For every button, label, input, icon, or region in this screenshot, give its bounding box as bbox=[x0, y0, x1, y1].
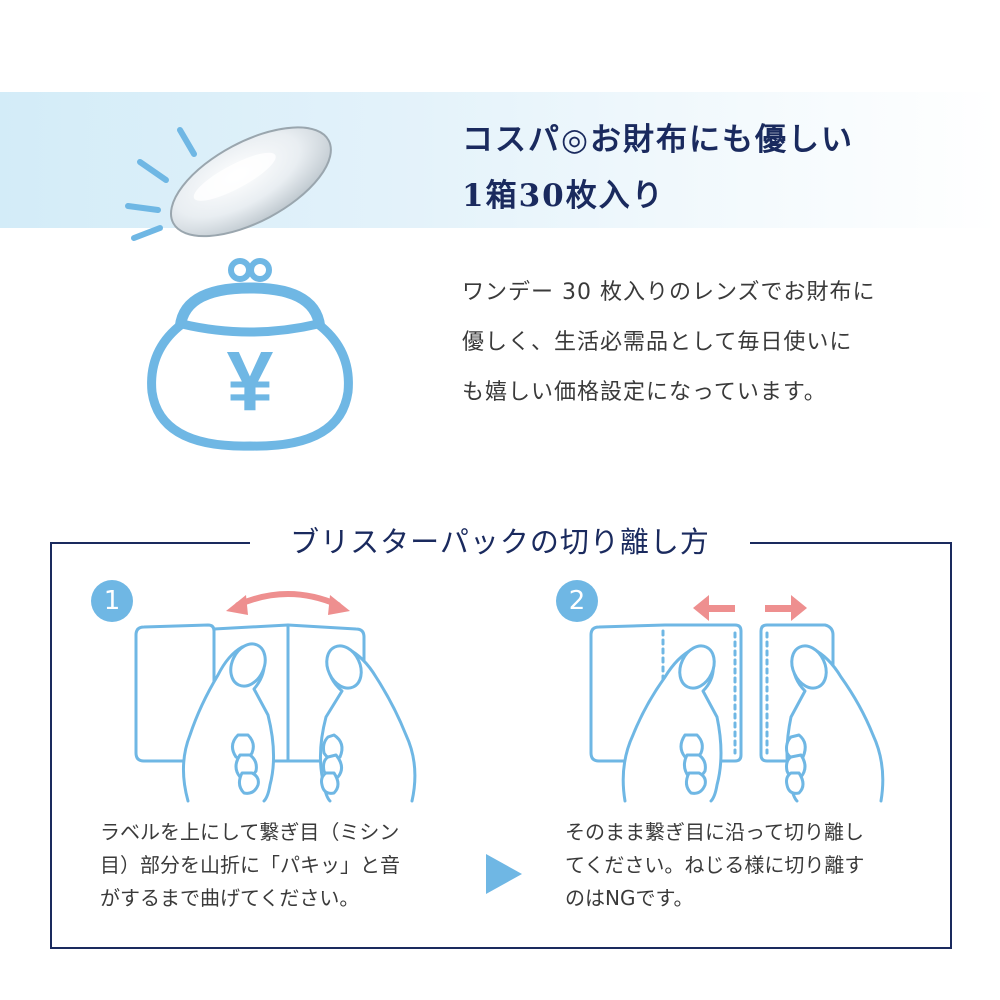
pull-apart-arrows-icon bbox=[693, 595, 807, 621]
description-line-2: 優しく、生活必需品として毎日使いに bbox=[462, 330, 853, 355]
howto-title: ブリスターパックの切り離し方 bbox=[250, 520, 750, 564]
heading-line-2: 1箱30枚入り bbox=[462, 178, 665, 214]
step-2-illustration bbox=[589, 595, 885, 803]
hand-icon bbox=[318, 644, 417, 803]
next-arrow-icon bbox=[486, 854, 522, 894]
step-1-caption-line-2: 目）部分を山折に「パキッ」と音 bbox=[100, 853, 400, 877]
description-line-3: も嬉しい価格設定になっています。 bbox=[462, 380, 827, 405]
step-2-caption-line-2: てください。ねじる様に切り離す bbox=[565, 853, 865, 877]
heading-line-1: コスパ◎お財布にも優しい bbox=[462, 122, 855, 158]
sparkle-lines-icon bbox=[125, 127, 197, 241]
contact-lens-icon bbox=[170, 126, 332, 238]
top-banner-band bbox=[0, 92, 1000, 228]
feature-heading: コスパ◎お財布にも優しい 1箱30枚入り bbox=[462, 112, 982, 224]
feature-description: ワンデー 30 枚入りのレンズでお財布に 優しく、生活必需品として毎日使いに も… bbox=[462, 268, 932, 418]
hand-icon bbox=[181, 642, 276, 803]
step-1-illustration bbox=[134, 591, 417, 803]
step-1-number-badge: 1 bbox=[91, 580, 133, 622]
step-2-number-badge: 2 bbox=[556, 580, 598, 622]
yen-icon: ¥ bbox=[227, 334, 274, 428]
step-1-caption-line-1: ラベルを上にして繋ぎ目（ミシン bbox=[100, 820, 400, 844]
step-2-caption-line-3: のはNGです。 bbox=[565, 886, 694, 910]
wallet-lens-illustration: ¥ bbox=[125, 126, 353, 451]
step-2-caption: そのまま繋ぎ目に沿って切り離し てください。ねじる様に切り離す のはNGです。 bbox=[565, 816, 864, 915]
hand-icon bbox=[621, 644, 723, 803]
wallet-icon bbox=[147, 258, 353, 451]
hand-icon bbox=[785, 644, 885, 803]
step-2-caption-line-1: そのまま繋ぎ目に沿って切り離し bbox=[565, 820, 864, 844]
step-1-caption: ラベルを上にして繋ぎ目（ミシン 目）部分を山折に「パキッ」と音 がするまで曲げて… bbox=[100, 816, 400, 915]
bend-arrow-icon bbox=[226, 591, 350, 615]
step-1-caption-line-3: がするまで曲げてください。 bbox=[100, 886, 360, 910]
description-line-1: ワンデー 30 枚入りのレンズでお財布に bbox=[462, 280, 876, 305]
